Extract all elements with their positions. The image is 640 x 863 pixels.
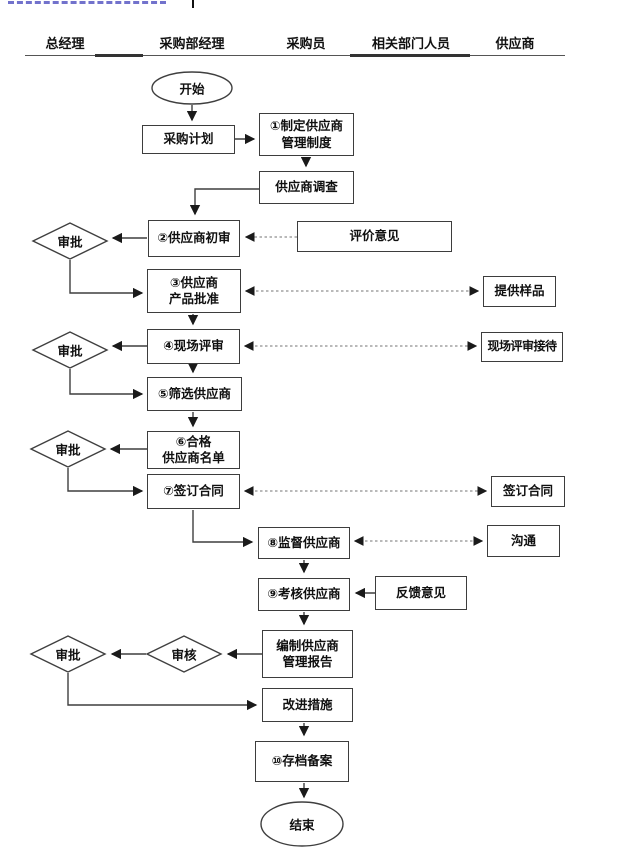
lane-purchaser: 采购员 [286,36,326,51]
connector-approve2-to-step5 [69,369,144,400]
box-site-review-reception: 现场评审接待 [481,332,563,362]
approve1-diamond-shape [31,222,109,260]
start-terminator-shape [151,71,233,105]
box-evaluation-opinion: 评价意见 [297,221,452,252]
header-divider-segment [350,54,470,57]
connector-approve4-to-improve [67,673,258,711]
box-step6-qualified-list: ⑥合格 供应商名单 [147,431,240,469]
connector-approve1-to-step3 [69,260,144,299]
box-purchase-plan: 采购计划 [142,125,235,154]
approve2-diamond-shape [31,331,109,369]
box-step8-supervise: ⑧监督供应商 [258,527,350,559]
connector-step7-to-step8 [192,510,254,548]
approve3-diamond-shape [29,430,107,468]
box-compile-report: 编制供应商 管理报告 [262,630,353,678]
box-step10-archive: ⑩存档备案 [255,741,349,782]
approve3-label: 审批 [55,443,81,458]
box-communicate: 沟通 [487,525,560,557]
approve2-label: 审批 [57,344,83,359]
lane-related-depts: 相关部门人员 [371,36,451,51]
cropped-text-artifact [8,1,166,4]
lane-purchasing-manager: 采购部经理 [159,36,225,51]
approve4-diamond-shape [29,635,107,673]
box-provide-samples: 提供样品 [483,276,556,307]
header-divider [25,55,565,57]
approve1-label: 审批 [57,235,83,250]
box-sign-contract-supplier: 签订合同 [491,476,565,507]
lane-general-manager: 总经理 [45,36,85,51]
review-diamond-shape [145,635,223,673]
box-feedback-opinion: 反馈意见 [375,576,467,610]
review-label: 审核 [171,648,197,663]
text-cursor-artifact [192,0,194,8]
box-supplier-survey: 供应商调查 [259,171,354,204]
connector-survey-to-step2 [189,188,259,216]
box-improvement-measures: 改进措施 [262,688,353,722]
box-step9-assess: ⑨考核供应商 [258,578,350,611]
box-step5-screen-suppliers: ⑤筛选供应商 [147,377,242,411]
connector-approve3-to-step7 [67,468,144,497]
box-step4-site-review: ④现场评审 [147,329,240,364]
box-step7-sign-contract: ⑦签订合同 [147,474,240,509]
box-step1-create-supplier-system: ①制定供应商 管理制度 [259,113,354,156]
header-divider-segment [95,54,143,57]
end-terminator-shape [260,801,344,847]
start-label: 开始 [179,82,205,97]
lane-supplier: 供应商 [495,36,535,51]
box-step2-initial-review: ②供应商初审 [148,220,240,257]
approve4-label: 审批 [55,648,81,663]
box-step3-product-approval: ③供应商 产品批准 [147,269,241,313]
end-label: 结束 [289,818,315,833]
